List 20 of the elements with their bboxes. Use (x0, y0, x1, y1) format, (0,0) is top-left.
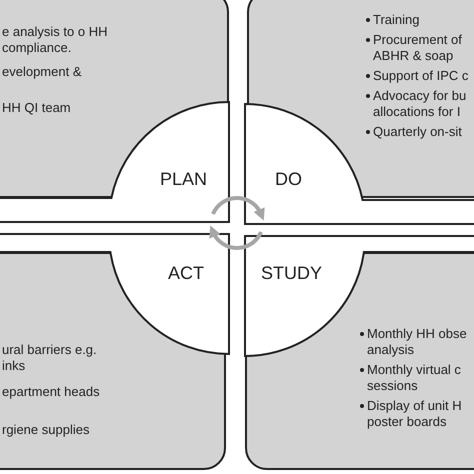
list-item: Support of IPC c (373, 68, 468, 83)
cycle-arrow (211, 196, 264, 220)
list-item: evelopment & (2, 64, 82, 79)
list-item: rgiene supplies (2, 422, 90, 437)
list-item: Training (373, 12, 420, 27)
phase-label: PLAN (160, 168, 208, 190)
cycle-arrow (210, 226, 263, 250)
list-item: Monthly HH obse analysis (367, 326, 467, 357)
list-item: HH QI team (2, 100, 71, 115)
list-item: Procurement of ABHR & soap (373, 32, 462, 63)
list-item: e analysis to o HH compliance. (2, 24, 108, 55)
phase-label: DO (275, 168, 302, 190)
list-item: Advocacy for bu allocations for I (373, 88, 466, 119)
list-item: Display of unit H poster boards (367, 398, 462, 429)
list-item: epartment heads (2, 384, 100, 399)
phase-label: ACT (168, 262, 204, 284)
list-item: Monthly virtual c sessions (367, 362, 461, 393)
phase-label: STUDY (261, 262, 322, 284)
list-item: ural barriers e.g. inks (2, 342, 97, 373)
list-item: Quarterly on-sit (373, 124, 462, 139)
